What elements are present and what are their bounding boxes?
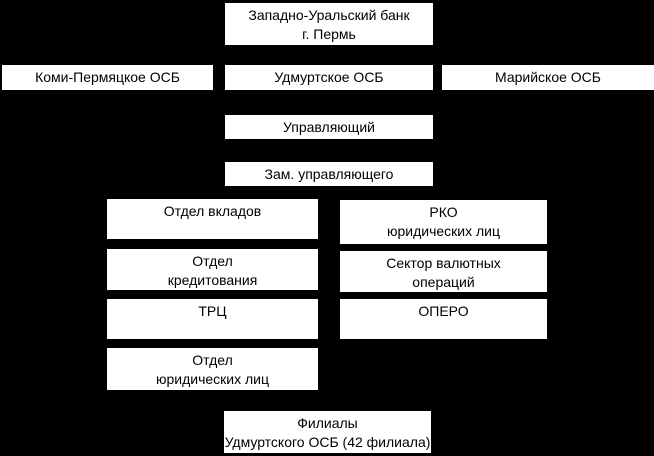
org-node-label: Коми-Пермяцкое ОСБ [35,69,180,85]
org-node-dept-deposits: Отдел вкладов [107,199,318,239]
org-node-osb-udmurtskoe: Удмуртское ОСБ [225,65,433,90]
org-node-label: Отдел [192,253,233,269]
org-node-label: Управляющий [283,119,375,135]
org-node-manager: Управляющий [225,115,433,139]
org-node-label: Удмуртского ОСБ (42 филиала) [224,434,431,450]
org-node-label: ТРЦ [198,303,227,319]
org-node-deputy-manager: Зам. управляющего [225,162,433,186]
org-node-label: юридических лиц [386,223,501,239]
org-node-head-bank: Западно-Уральский банк г. Пермь [225,3,433,45]
org-node-label: Марийское ОСБ [495,69,601,85]
org-node-label: юридических лиц [155,371,270,387]
org-node-label: Отдел вкладов [163,203,262,219]
org-node-label: Сектор валютных [386,255,501,271]
org-node-label: Зам. управляющего [264,166,394,182]
org-node-dept-credit: Отдел кредитования [107,249,318,290]
org-node-trc: ТРЦ [107,299,318,339]
org-node-label: Филиалы [297,415,358,431]
org-node-label: ОПЕРО [418,303,469,319]
org-node-currency-sector: Сектор валютных операций [340,251,547,292]
org-node-label: операций [412,274,475,290]
org-node-osb-mariyskoe: Марийское ОСБ [442,65,654,90]
org-node-label: кредитования [167,272,258,288]
org-node-dept-legal-entities: Отдел юридических лиц [107,348,318,390]
org-node-rko-legal-entities: РКО юридических лиц [340,200,547,244]
org-node-label: г. Пермь [302,26,356,42]
org-node-label: РКО [429,204,458,220]
org-node-label: Западно-Уральский банк [248,7,410,23]
org-node-label: Удмуртское ОСБ [274,69,384,85]
org-node-osb-komi-permyatskoe: Коми-Пермяцкое ОСБ [2,65,213,90]
org-node-label: Отдел [192,352,233,368]
org-node-opero: ОПЕРО [340,299,547,339]
